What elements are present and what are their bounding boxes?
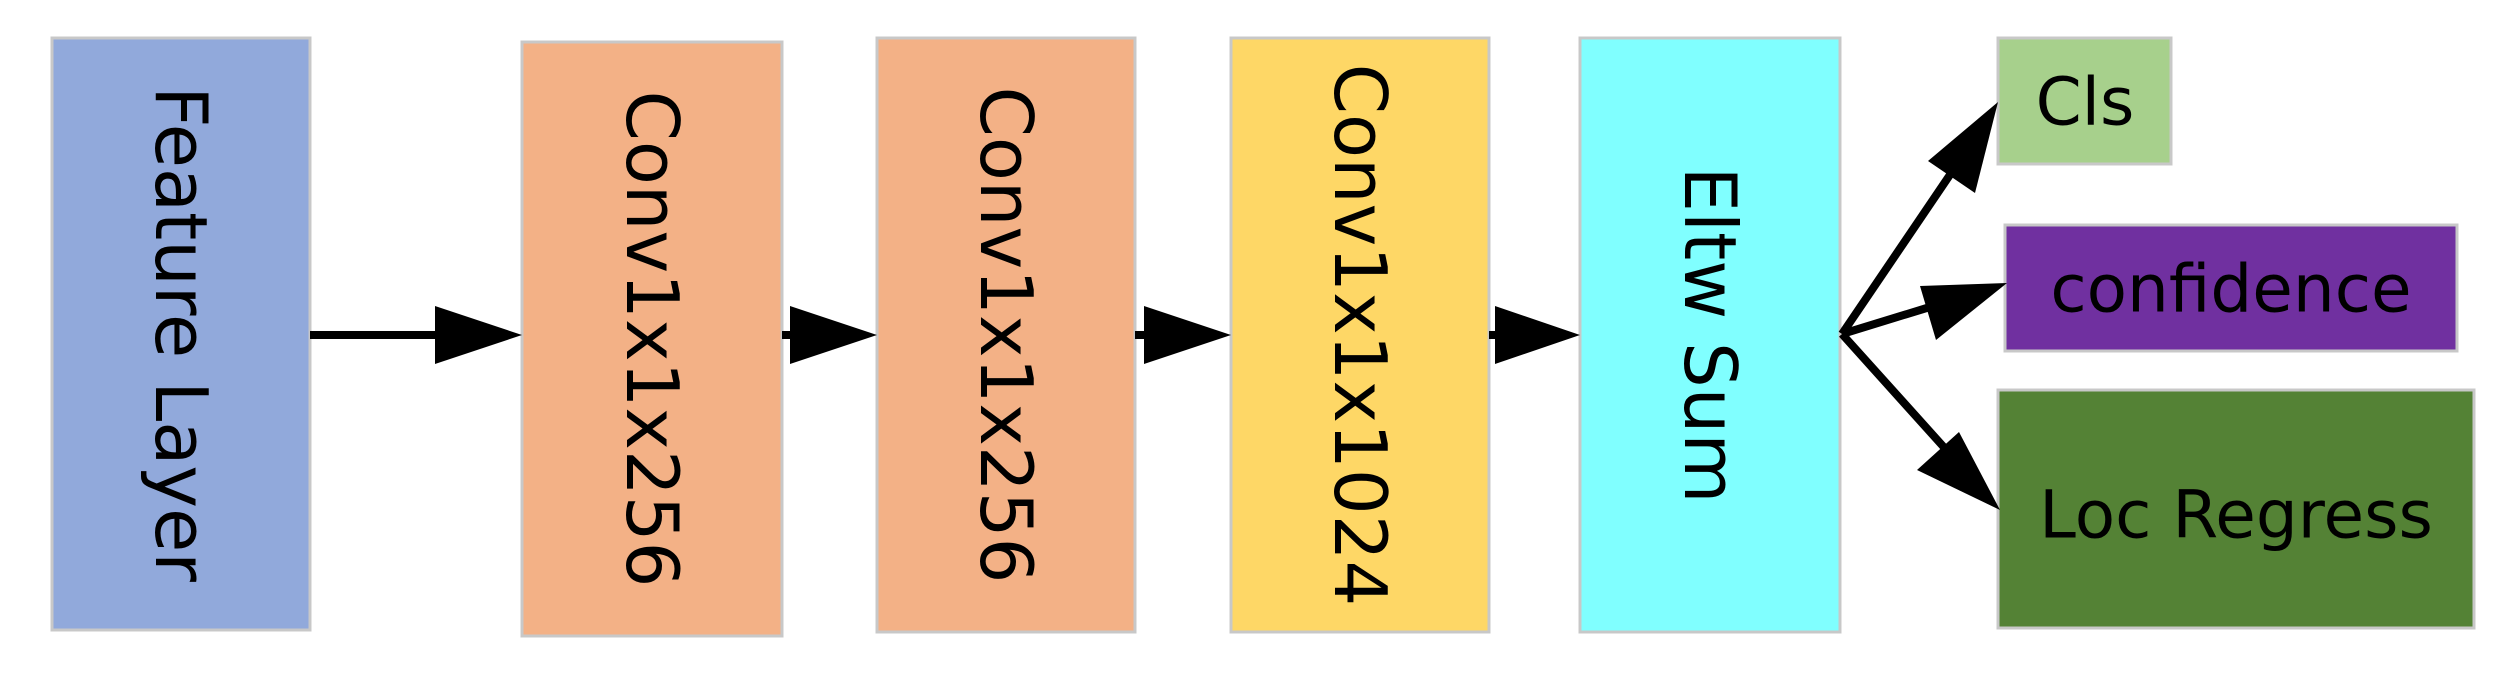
block-conv3-box — [1229, 36, 1491, 634]
output-loc-regress: Loc Regress — [1996, 388, 2476, 630]
block-conv2: Conv1x1x256 — [875, 36, 1137, 634]
output-cls-box — [1996, 36, 2173, 166]
block-conv1-label: Conv1x1x256 — [610, 91, 694, 588]
block-conv2-label: Conv1x1x256 — [964, 87, 1048, 584]
block-conv1-box — [520, 40, 784, 638]
block-conv3: Conv1x1x1024 — [1229, 36, 1491, 634]
output-confidence: confidence — [2003, 223, 2459, 353]
output-confidence-label: confidence — [2050, 251, 2411, 328]
block-conv3-label: Conv1x1x1024 — [1318, 64, 1402, 607]
arrow-eltw-to-confidence — [1840, 283, 2007, 340]
block-feature-layer: Feature Layer — [50, 36, 312, 632]
output-loc-regress-box — [1996, 388, 2476, 630]
block-eltw-sum: Eltw Sum — [1578, 36, 1842, 634]
output-loc-regress-label: Loc Regress — [2039, 477, 2433, 554]
block-feature-layer-box — [50, 36, 312, 632]
block-conv1: Conv1x1x256 — [520, 40, 784, 638]
arrow-conv3-to-eltw-sum — [1489, 306, 1580, 364]
block-eltw-sum-label: Eltw Sum — [1668, 167, 1752, 504]
arrow-feature-to-conv1 — [310, 306, 522, 364]
arrow-conv1-to-conv2 — [782, 306, 877, 364]
arrow-eltw-to-cls — [1838, 102, 1998, 337]
arrow-conv2-to-conv3 — [1135, 306, 1231, 364]
block-feature-layer-label: Feature Layer — [139, 86, 223, 582]
output-cls-label: Cls — [2036, 64, 2135, 141]
block-eltw-sum-box — [1578, 36, 1842, 634]
output-cls: Cls — [1996, 36, 2173, 166]
output-confidence-box — [2003, 223, 2459, 353]
arrow-eltw-to-loc-regress — [1839, 331, 2000, 510]
block-conv2-box — [875, 36, 1137, 634]
